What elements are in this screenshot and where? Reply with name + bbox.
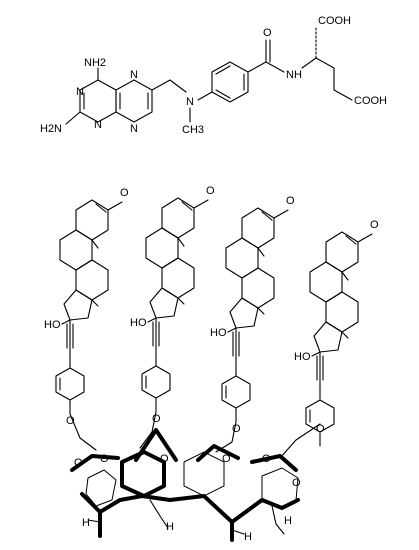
ring-n-label-4: N bbox=[130, 123, 138, 135]
pteridine-ring-right bbox=[115, 79, 153, 123]
ring-n-label-3: N bbox=[130, 69, 138, 81]
rim-o-4: O bbox=[222, 453, 231, 465]
h-label-4: H bbox=[284, 515, 292, 527]
ether-o-1: O bbox=[66, 415, 75, 427]
link-2 bbox=[139, 411, 157, 449]
ether-o-3: O bbox=[232, 423, 241, 435]
ketone-o-1: O bbox=[120, 187, 129, 199]
calix-aromatic-3 bbox=[85, 469, 117, 507]
ketone-o-3: O bbox=[286, 195, 295, 207]
h-bond-1 bbox=[87, 519, 101, 523]
bold-bridge-4 bbox=[250, 454, 298, 472]
glutamate-chain bbox=[315, 57, 353, 101]
h-label-2: H bbox=[166, 521, 174, 533]
link-1 bbox=[69, 413, 97, 451]
steroid-arm-1: O HO O bbox=[44, 187, 129, 427]
methyl-label: CH3 bbox=[182, 124, 204, 136]
steroid-arm-4: O HO O bbox=[294, 219, 379, 447]
hydroxyl-2: HO bbox=[130, 317, 147, 329]
rim-o-6: O bbox=[292, 477, 301, 489]
leg-2 bbox=[271, 505, 285, 535]
methotrexate-structure: NH2 H2N N N N N N CH3 O N H COOH COOH bbox=[40, 15, 387, 136]
ketone-o-4: O bbox=[370, 219, 379, 231]
bond-n-aryl bbox=[197, 91, 213, 101]
double-bond bbox=[215, 65, 231, 75]
methylene-linker bbox=[151, 79, 187, 93]
leg-1 bbox=[149, 499, 169, 529]
hydroxyl-4: HO bbox=[294, 351, 311, 363]
h-bond-2 bbox=[231, 529, 245, 535]
amine-n-label: N bbox=[186, 96, 194, 108]
steroid-arm-3: O HO O bbox=[210, 195, 295, 435]
ketone-o-2: O bbox=[206, 185, 215, 197]
bond-amide-n bbox=[265, 61, 285, 73]
calix-aromatic-1 bbox=[120, 450, 166, 498]
nh-h-label: H bbox=[294, 69, 302, 81]
rim-o-2: O bbox=[100, 453, 109, 465]
steroid-arm-2: O HO O bbox=[130, 185, 215, 425]
h-label-3: H bbox=[244, 531, 252, 543]
ether-o-2: O bbox=[152, 413, 161, 425]
h2n-left-label: H2N bbox=[40, 123, 62, 135]
bold-bridge-2 bbox=[134, 428, 178, 462]
calixarene-scaffold: O O O O O O H H H H bbox=[69, 411, 321, 543]
bond-h2n bbox=[65, 111, 81, 125]
ether-o-4: O bbox=[316, 423, 325, 435]
calix-aromatic-2 bbox=[183, 451, 225, 497]
rim-o-3: O bbox=[160, 453, 169, 465]
nh-n-label: N bbox=[286, 69, 294, 81]
hydroxyl-1: HO bbox=[44, 319, 61, 331]
ring-n-label-1: N bbox=[76, 86, 84, 98]
hydroxyl-3: HO bbox=[210, 327, 227, 339]
bold-lower-rim bbox=[80, 492, 300, 524]
h-label-1: H bbox=[82, 517, 90, 529]
bold-bridge-1 bbox=[70, 454, 120, 472]
bond-alpha bbox=[301, 57, 317, 69]
bond-amide bbox=[247, 61, 267, 73]
cooh-top-label: COOH bbox=[318, 15, 351, 27]
cooh-side-label: COOH bbox=[354, 95, 387, 107]
bold-bridge-3 bbox=[196, 444, 240, 462]
ring-n-label-2: N bbox=[94, 119, 102, 131]
carbonyl-o-label: O bbox=[263, 27, 272, 39]
rim-o-1: O bbox=[74, 457, 83, 469]
pteridine-ring-left bbox=[79, 79, 117, 123]
benzene-ring bbox=[211, 61, 249, 103]
double-bond bbox=[215, 89, 231, 99]
nh2-top-label: NH2 bbox=[84, 57, 106, 69]
link-4 bbox=[279, 423, 321, 459]
